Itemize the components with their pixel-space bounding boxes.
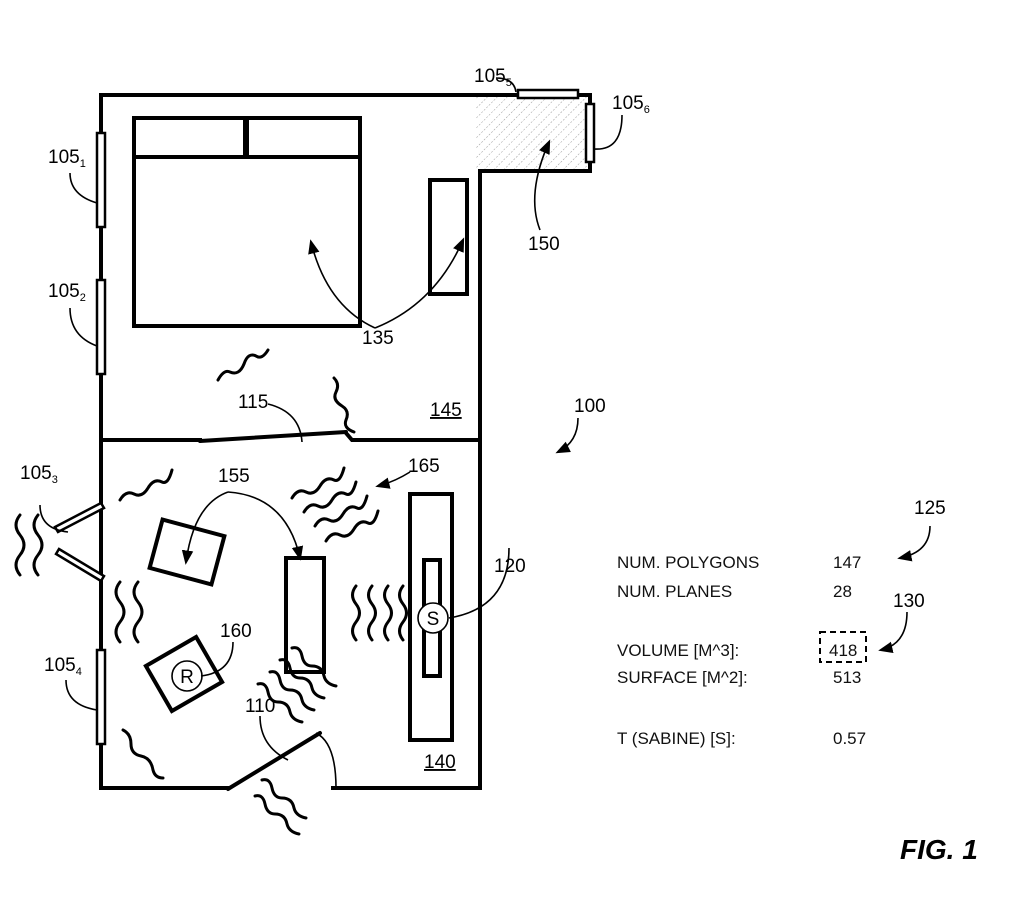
label-125: 125	[914, 498, 946, 519]
cabinet	[428, 178, 469, 296]
label-165: 165	[408, 456, 440, 477]
leader-lines	[39, 77, 931, 789]
label-100: 100	[574, 396, 606, 417]
sound-waves	[14, 348, 408, 836]
door-110	[226, 731, 322, 791]
bed	[132, 116, 362, 328]
label-155: 155	[218, 466, 250, 487]
stat-label: NUM. POLYGONS	[617, 553, 759, 572]
stat-label: SURFACE [M^2]:	[617, 668, 748, 687]
label-105-2: 1052	[48, 281, 86, 304]
door-115	[198, 430, 348, 443]
window-105-1	[95, 131, 107, 229]
label-room-140: 140	[424, 752, 456, 773]
stat-value: 147	[833, 553, 861, 572]
label-105-1: 1051	[48, 147, 86, 170]
volume-highlight-box	[819, 631, 867, 663]
label-150: 150	[528, 234, 560, 255]
window-105-3	[53, 501, 106, 583]
label-160: 160	[220, 621, 252, 642]
speaker-unit: S	[408, 492, 454, 742]
receiver-symbol: R	[180, 667, 194, 688]
label-105-5: 1055	[474, 66, 512, 89]
label-115: 115	[238, 392, 268, 413]
object-155-b	[284, 556, 326, 674]
dividing-wall	[99, 430, 482, 442]
stat-label: VOLUME [M^3]:	[617, 641, 739, 660]
window-105-4	[95, 648, 107, 746]
stat-label: NUM. PLANES	[617, 582, 732, 601]
figure-caption: FIG. 1	[900, 834, 978, 865]
label-130: 130	[893, 591, 925, 612]
stat-value: 418	[829, 641, 857, 660]
stat-value: 0.57	[833, 729, 866, 748]
stat-value: 28	[833, 582, 852, 601]
object-155-a	[147, 517, 227, 587]
label-room-145: 145	[430, 400, 462, 421]
label-110: 110	[245, 696, 275, 717]
stats-table: NUM. POLYGONS 147 NUM. PLANES 28 VOLUME …	[617, 553, 867, 748]
label-105-4: 1054	[44, 655, 82, 678]
window-105-6	[584, 102, 596, 164]
window-105-5	[516, 88, 580, 100]
label-135: 135	[362, 328, 394, 349]
hatched-region-150	[476, 96, 590, 170]
stat-label: T (SABINE) [S]:	[617, 729, 736, 748]
window-105-2	[95, 278, 107, 376]
label-120: 120	[494, 556, 526, 577]
label-105-3: 1053	[20, 463, 58, 486]
speaker-symbol: S	[427, 609, 440, 630]
stat-value: 513	[833, 668, 861, 687]
label-105-6: 1056	[612, 93, 650, 116]
reference-labels: 1051 1052 1053 1054 1055 1056 150 135 11…	[20, 66, 946, 773]
